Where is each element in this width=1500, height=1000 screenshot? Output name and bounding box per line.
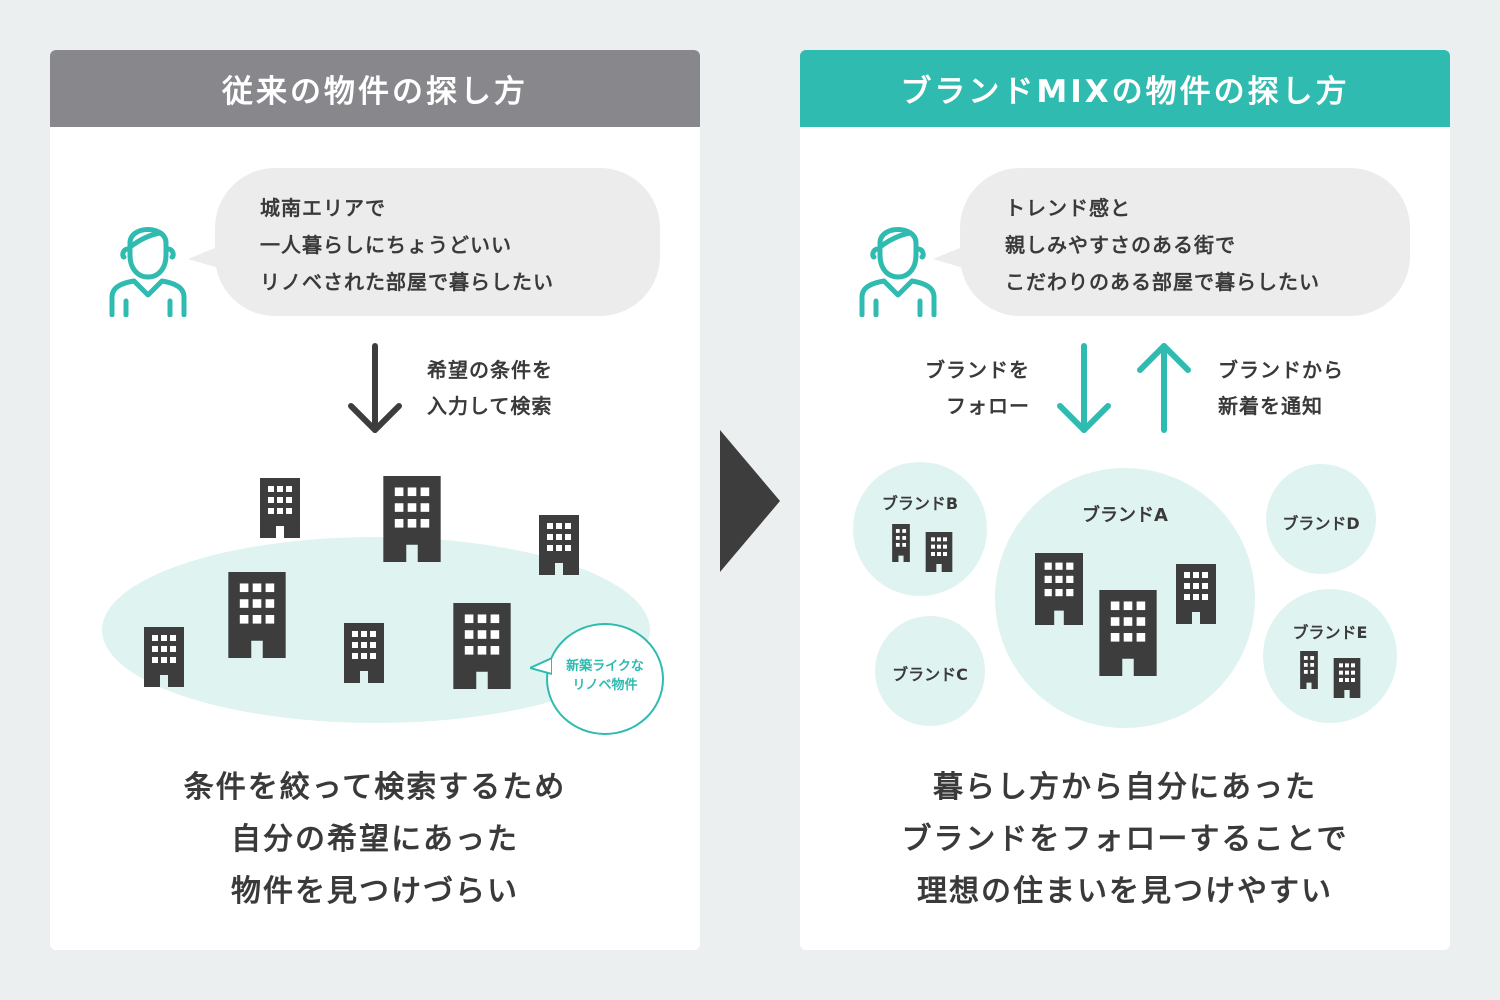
summary-line: 物件を見つけづらい — [231, 874, 519, 909]
brand-e-label: ブランドE — [1292, 623, 1368, 642]
building-icon — [924, 532, 954, 572]
summary-text: 条件を絞って検索するため 自分の希望にあった 物件を見つけづらい — [50, 762, 700, 918]
building-icon — [260, 478, 300, 538]
notify-caption: ブランドから 新着を通知 — [1218, 352, 1344, 424]
building-icon — [452, 603, 512, 689]
brandmix-search-panel: ブランドMIXの物件の探し方 トレンド感と 親しみやすさのある街で こだわりのあ… — [800, 50, 1450, 950]
speech-line: こだわりのある部屋で暮らしたい — [1005, 270, 1320, 294]
building-icon — [1332, 658, 1362, 698]
summary-line: 条件を絞って検索するため — [183, 770, 567, 805]
building-icon — [1034, 553, 1084, 625]
brand-a-label: ブランドA — [1082, 505, 1168, 526]
caption-line: ブランドを — [925, 358, 1030, 382]
speech-bubble — [960, 168, 1410, 316]
badge-line: リノベ物件 — [572, 678, 638, 693]
badge-text: 新築ライクな リノベ物件 — [546, 657, 664, 695]
play-triangle-icon — [720, 430, 780, 572]
building-icon — [1098, 590, 1158, 676]
brand-c-circle — [875, 616, 985, 726]
arrow-down-icon — [348, 343, 402, 433]
follow-caption: ブランドを フォロー — [900, 352, 1030, 424]
person-icon — [858, 213, 938, 317]
speech-line: 親しみやすさのある街で — [1005, 233, 1236, 257]
building-icon — [383, 476, 441, 562]
building-icon — [539, 515, 579, 575]
search-caption: 希望の条件を 入力して検索 — [427, 352, 553, 424]
summary-line: 理想の住まいを見つけやすい — [917, 874, 1333, 909]
brand-b-circle — [853, 462, 987, 596]
summary-line: ブランドをフォローすることで — [901, 822, 1349, 857]
building-icon — [887, 524, 915, 562]
caption-line: フォロー — [946, 394, 1030, 418]
brand-b-label: ブランドB — [881, 494, 959, 513]
building-icon — [1175, 564, 1217, 624]
speech-bubble-tail — [188, 245, 222, 269]
badge-tail — [530, 656, 552, 676]
caption-line: ブランドから — [1218, 358, 1344, 382]
building-icon — [144, 627, 184, 687]
brand-d-label: ブランドD — [1282, 514, 1360, 533]
badge-line: 新築ライクな — [566, 659, 644, 674]
brand-e-circle — [1263, 589, 1397, 723]
speech-line: リノベされた部屋で暮らしたい — [260, 270, 554, 294]
brand-c-label: ブランドC — [892, 665, 968, 684]
caption-line: 新着を通知 — [1218, 394, 1323, 418]
speech-line: 城南エリアで — [260, 196, 386, 220]
panel-title: 従来の物件の探し方 — [50, 50, 700, 127]
speech-text: 城南エリアで 一人暮らしにちょうどいい リノベされた部屋で暮らしたい — [260, 190, 554, 301]
caption-line: 入力して検索 — [427, 394, 553, 418]
summary-line: 自分の希望にあった — [231, 822, 519, 857]
traditional-search-panel: 従来の物件の探し方 城南エリアで 一人暮らしにちょうどいい リノベされた部屋で暮… — [50, 50, 700, 950]
speech-bubble-tail — [933, 245, 967, 269]
building-icon — [1295, 651, 1323, 689]
arrow-up-icon — [1137, 343, 1191, 433]
brand-d-circle — [1266, 464, 1376, 574]
speech-text: トレンド感と 親しみやすさのある街で こだわりのある部屋で暮らしたい — [1005, 190, 1320, 301]
building-icon — [227, 572, 287, 658]
caption-line: 希望の条件を — [427, 358, 553, 382]
speech-line: 一人暮らしにちょうどいい — [260, 233, 512, 257]
speech-bubble — [215, 168, 660, 316]
new-like-badge — [546, 623, 664, 735]
person-icon — [108, 213, 188, 317]
summary-line: 暮らし方から自分にあった — [933, 770, 1317, 805]
summary-text: 暮らし方から自分にあった ブランドをフォローすることで 理想の住まいを見つけやす… — [800, 762, 1450, 918]
arrow-down-icon — [1057, 343, 1111, 433]
speech-line: トレンド感と — [1005, 196, 1131, 220]
panel-title: ブランドMIXの物件の探し方 — [800, 50, 1450, 127]
building-icon — [344, 623, 384, 683]
